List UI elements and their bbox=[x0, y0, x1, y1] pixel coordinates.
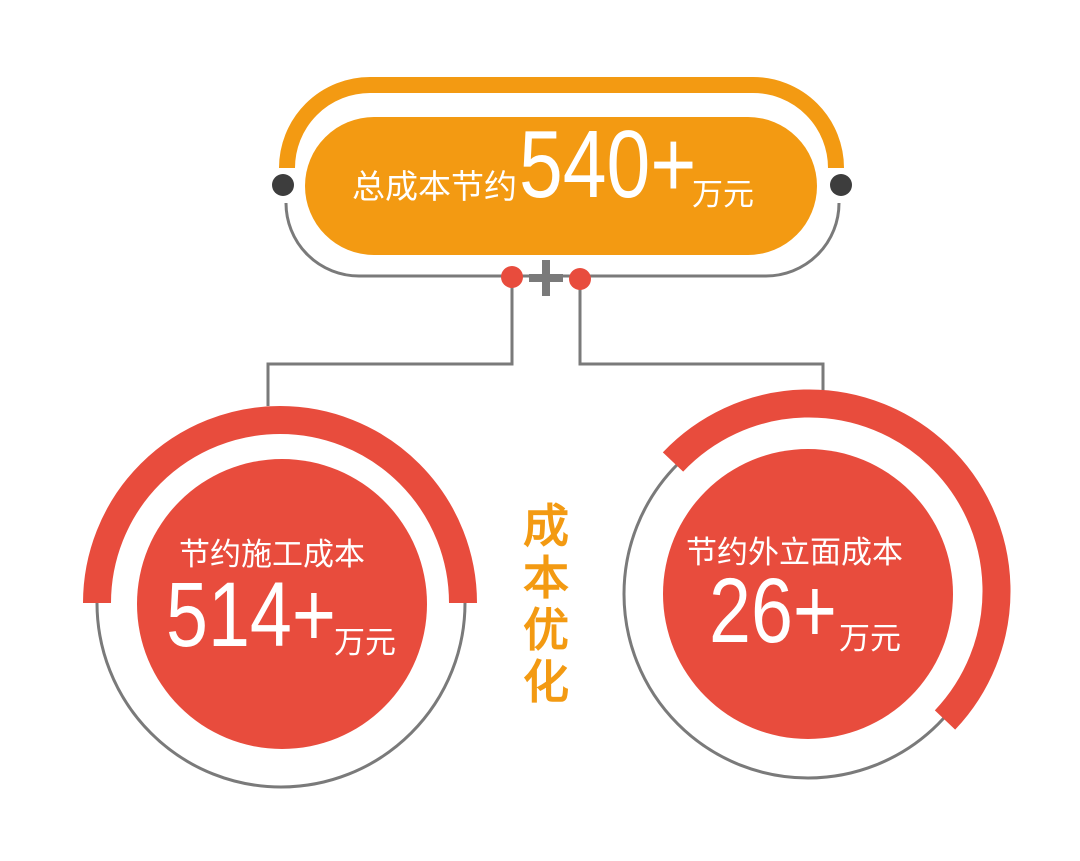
pill-fill bbox=[305, 117, 817, 255]
caption-char: 本 bbox=[523, 551, 569, 605]
pill-top-frame bbox=[279, 77, 844, 169]
right-red-arc bbox=[662, 389, 1011, 730]
pill-right-dot bbox=[830, 174, 852, 196]
left-label: 节约施工成本 bbox=[179, 537, 365, 573]
caption-char: 优 bbox=[523, 603, 569, 657]
total-label: 总成本节约 bbox=[352, 167, 517, 206]
left-value-row: 514+ 万元 bbox=[166, 564, 396, 666]
left-unit: 万元 bbox=[334, 625, 396, 661]
connector-lines bbox=[266, 277, 825, 406]
left-fill bbox=[137, 459, 427, 749]
total-unit: 万元 bbox=[692, 177, 754, 213]
right-value-row: 26+ 万元 bbox=[709, 560, 901, 662]
plus-icon bbox=[529, 260, 563, 296]
connector-left bbox=[266, 277, 514, 406]
left-value: 514+ bbox=[166, 564, 336, 666]
right-label: 节约外立面成本 bbox=[686, 535, 903, 571]
pill-left-dot bbox=[272, 174, 294, 196]
connector-left-dot bbox=[501, 266, 523, 288]
left-red-arc bbox=[83, 406, 477, 604]
connector-right-dot bbox=[569, 268, 591, 290]
connector-right bbox=[578, 277, 825, 398]
caption-char: 化 bbox=[523, 655, 569, 709]
construction-savings-circle bbox=[83, 406, 477, 789]
right-unit: 万元 bbox=[839, 621, 901, 657]
facade-savings-circle bbox=[622, 389, 1011, 780]
right-fill bbox=[663, 449, 953, 739]
right-value: 26+ bbox=[709, 560, 837, 662]
total-savings-pill bbox=[272, 77, 852, 278]
total-savings-text: 总成本节约 540+ 万元 bbox=[352, 111, 754, 218]
caption-char: 成 bbox=[523, 499, 569, 553]
left-gray-outline bbox=[95, 602, 467, 789]
total-value: 540+ bbox=[519, 111, 697, 218]
cost-optimization-caption: 成 本 优 化 bbox=[518, 500, 574, 708]
